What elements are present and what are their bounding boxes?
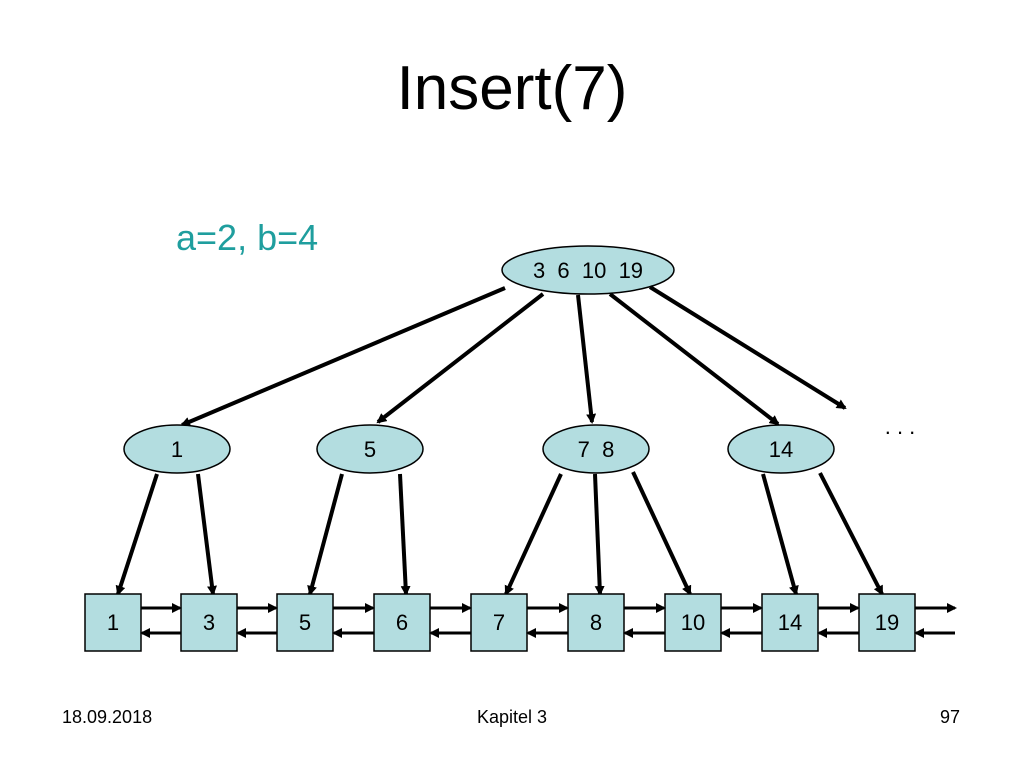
inner-node-label: 1 (171, 437, 183, 462)
edge-node-1-to-leaf-1 (115, 473, 159, 596)
edge-node-7-8-to-leaf-10 (631, 471, 692, 596)
leaf-6: 6 (373, 593, 431, 652)
leaf-7: 7 (470, 593, 528, 652)
edge-node-7-8-to-leaf-7 (504, 473, 563, 596)
inner-node-14: 14 (727, 424, 835, 474)
footer-page-number: 97 (940, 707, 961, 727)
leaf-14: 14 (761, 593, 819, 652)
leaf-label: 1 (107, 610, 119, 635)
leaf-5: 5 (276, 593, 334, 652)
more-children-ellipsis: . . . (885, 414, 916, 439)
leaf-19: 19 (858, 593, 916, 652)
edge-node-5-to-leaf-6 (398, 473, 411, 596)
leaf-1: 1 (84, 593, 142, 652)
leaf-3: 3 (180, 593, 238, 652)
leaf-label: 5 (299, 610, 311, 635)
leaf-label: 3 (203, 610, 215, 635)
inner-node-5: 5 (316, 424, 424, 474)
leaf-label: 6 (396, 610, 408, 635)
inner-node-label: 14 (769, 437, 793, 462)
footer-chapter: Kapitel 3 (476, 707, 548, 727)
edge-root-to-more (648, 285, 847, 410)
inner-node-label: 7 8 (578, 437, 615, 462)
inner-node-1: 1 (123, 424, 231, 474)
edge-node-1-to-leaf-3 (196, 473, 217, 596)
footer-date: 18.09.2018 (62, 707, 153, 727)
leaf-label: 10 (681, 610, 705, 635)
leaf-label: 7 (493, 610, 505, 635)
leaf-8: 8 (567, 593, 625, 652)
inner-node-7-8: 7 8 (542, 424, 650, 474)
edge-node-7-8-to-leaf-8 (593, 473, 605, 596)
edge-root-to-node-1 (180, 286, 506, 427)
edge-node-5-to-leaf-5 (307, 473, 344, 596)
leaf-label: 19 (875, 610, 899, 635)
edge-root-to-node-5 (376, 292, 545, 424)
edge-root-to-node-14 (608, 292, 780, 426)
leaf-10: 10 (664, 593, 722, 652)
root-node: 3 6 10 19 (501, 245, 675, 295)
leaf-label: 14 (778, 610, 802, 635)
inner-node-label: 5 (364, 437, 376, 462)
slide-title: Insert(7) (396, 54, 628, 123)
root-node-label: 3 6 10 19 (533, 258, 643, 283)
tree-parameters: a=2, b=4 (176, 217, 319, 258)
leaf-label: 8 (590, 610, 602, 635)
edge-root-to-node-7-8 (576, 294, 597, 424)
edge-node-14-to-leaf-19 (818, 472, 884, 596)
edge-node-14-to-leaf-14 (761, 473, 799, 596)
